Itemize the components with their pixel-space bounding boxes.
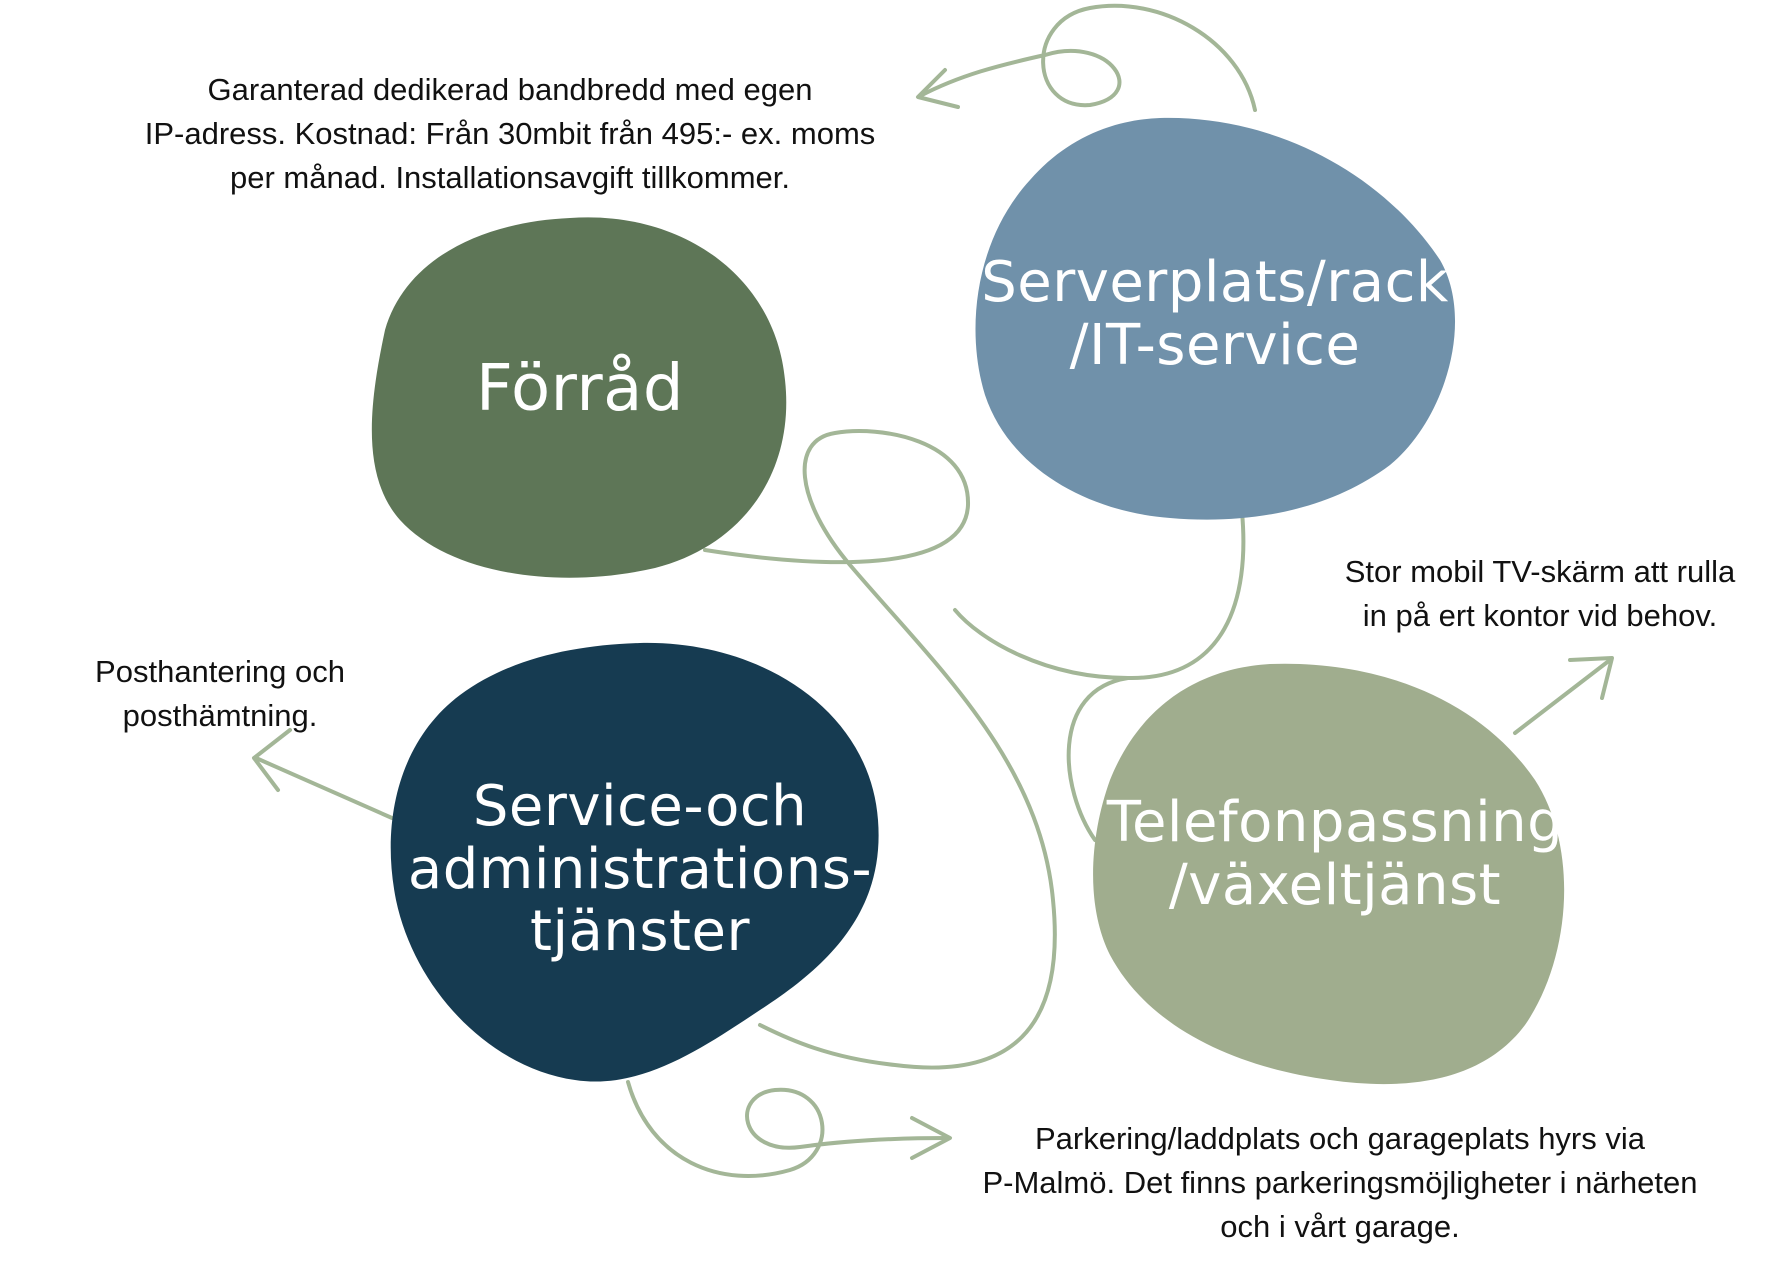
parkering-note-line-1: Parkering/laddplats och garageplats hyrs… — [1034, 1121, 1645, 1156]
service-blob — [390, 642, 879, 1082]
curve-forrad-loop — [703, 429, 1057, 1070]
telefon-blob — [1093, 663, 1565, 1085]
telefon-label-line-1: Telefonpassning — [1106, 790, 1564, 856]
bandbredd-note-line-1: Garanterad dedikerad bandbredd med egen — [207, 72, 813, 107]
arrowhead-parkering — [910, 1116, 952, 1160]
bandbredd-note-line-2: IP-adress. Kostnad: Från 30mbit från 495… — [144, 116, 876, 151]
telefon-label: Telefonpassning /växeltjänst — [1085, 780, 1585, 930]
arrowhead-bandbredd — [916, 68, 960, 109]
telefon-label-line-2: /växeltjänst — [1168, 853, 1502, 918]
parkering-note: Parkering/laddplats och garageplats hyrs… — [920, 1117, 1760, 1249]
forrad-blob — [371, 217, 787, 578]
arrowhead-post — [252, 728, 292, 792]
post-note-line-1: Posthantering och — [95, 654, 345, 689]
arrowhead-tv — [1568, 656, 1614, 700]
tv-note-line-2: in på ert kontor vid behov. — [1362, 598, 1718, 633]
forrad-label: Förråd — [420, 330, 740, 450]
service-label-line-1: Service-och — [472, 773, 808, 839]
tv-note-line-1: Stor mobil TV-skärm att rulla — [1344, 554, 1736, 589]
tv-note: Stor mobil TV-skärm att rulla in på ert … — [1310, 550, 1767, 638]
curve-server-to-bandbredd — [918, 3, 1257, 112]
service-label-line-2: administrations- — [407, 836, 873, 902]
service-label-line-3: tjänster — [530, 899, 750, 965]
curve-server-to-telefon — [953, 510, 1246, 842]
parkering-note-line-2: P-Malmö. Det finns parkeringsmöjligheter… — [982, 1165, 1698, 1200]
bandbredd-note: Garanterad dedikerad bandbredd med egen … — [80, 68, 940, 200]
server-label-line-2: /IT-service — [1069, 313, 1361, 378]
forrad-label-line-1: Förråd — [475, 352, 685, 427]
curve-telefon-to-tv — [1513, 658, 1612, 735]
post-note-line-2: posthämtning. — [122, 698, 318, 733]
post-note: Posthantering och posthämtning. — [40, 650, 400, 738]
bandbredd-note-line-3: per månad. Installationsavgift tillkomme… — [230, 160, 790, 195]
server-blob — [975, 117, 1456, 520]
server-label-line-1: Serverplats/rack — [981, 250, 1449, 316]
connector-curves — [252, 3, 1614, 1178]
curve-service-to-parkering — [626, 1080, 950, 1178]
server-label: Serverplats/rack /IT-service — [965, 240, 1465, 390]
service-label: Service-och administrations- tjänster — [400, 760, 880, 980]
parkering-note-line-3: och i vårt garage. — [1220, 1209, 1460, 1244]
curve-service-to-post — [254, 756, 394, 820]
